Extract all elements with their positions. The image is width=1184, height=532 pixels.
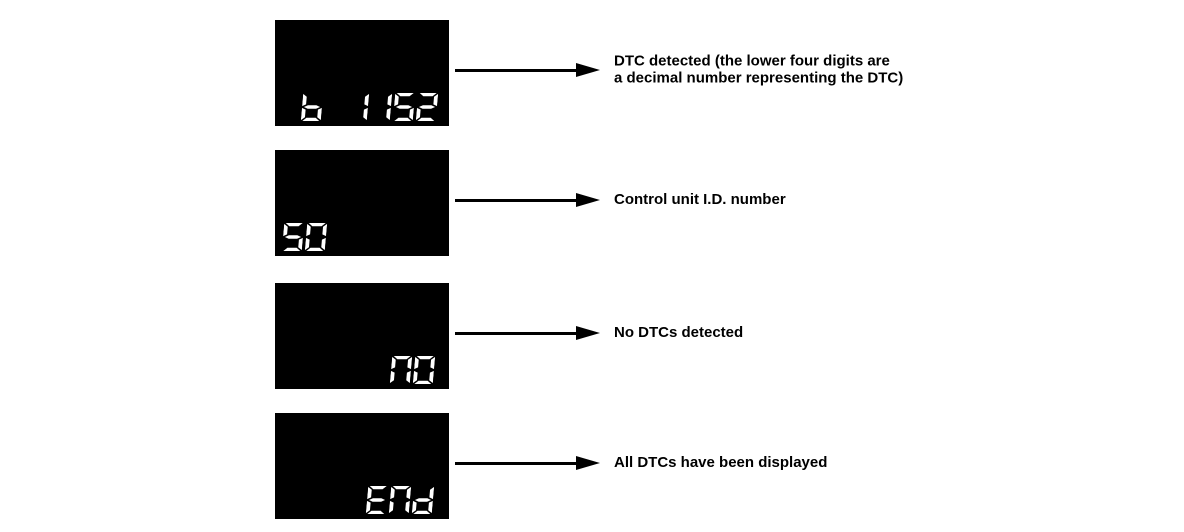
display-reading	[283, 223, 328, 251]
seven-segment-display	[275, 150, 449, 256]
arrowhead-icon	[576, 193, 600, 207]
arrow-connector	[455, 326, 600, 340]
description-line: No DTCs detected	[614, 323, 744, 341]
display-reading	[365, 486, 435, 514]
description-line: All DTCs have been displayed	[614, 453, 828, 471]
display-description: All DTCs have been displayed	[614, 453, 828, 472]
arrow-connector	[455, 63, 600, 77]
display-row: Control unit I.D. number	[0, 150, 1184, 256]
arrow-connector	[455, 456, 600, 470]
description-line: DTC detected (the lower four digits are	[614, 52, 890, 70]
display-reading	[389, 356, 436, 384]
display-reading	[300, 93, 439, 121]
display-row: No DTCs detected	[0, 283, 1184, 389]
arrowhead-icon	[576, 63, 600, 77]
display-description: Control unit I.D. number	[614, 190, 786, 209]
arrow-line	[455, 331, 576, 335]
arrow-line	[455, 198, 576, 202]
arrow-line	[455, 68, 576, 72]
description-line: Control unit I.D. number	[614, 190, 786, 208]
display-description: DTC detected (the lower four digits are …	[614, 52, 904, 87]
seven-segment-display	[275, 20, 449, 126]
display-row: DTC detected (the lower four digits are …	[0, 20, 1184, 126]
seven-segment-display	[275, 283, 449, 389]
arrowhead-icon	[576, 326, 600, 340]
arrow-connector	[455, 193, 600, 207]
display-description: No DTCs detected	[614, 323, 744, 342]
arrow-line	[455, 461, 576, 465]
seven-segment-display	[275, 413, 449, 519]
display-row: All DTCs have been displayed	[0, 413, 1184, 519]
arrowhead-icon	[576, 456, 600, 470]
description-line: a decimal number representing the DTC)	[614, 69, 904, 86]
